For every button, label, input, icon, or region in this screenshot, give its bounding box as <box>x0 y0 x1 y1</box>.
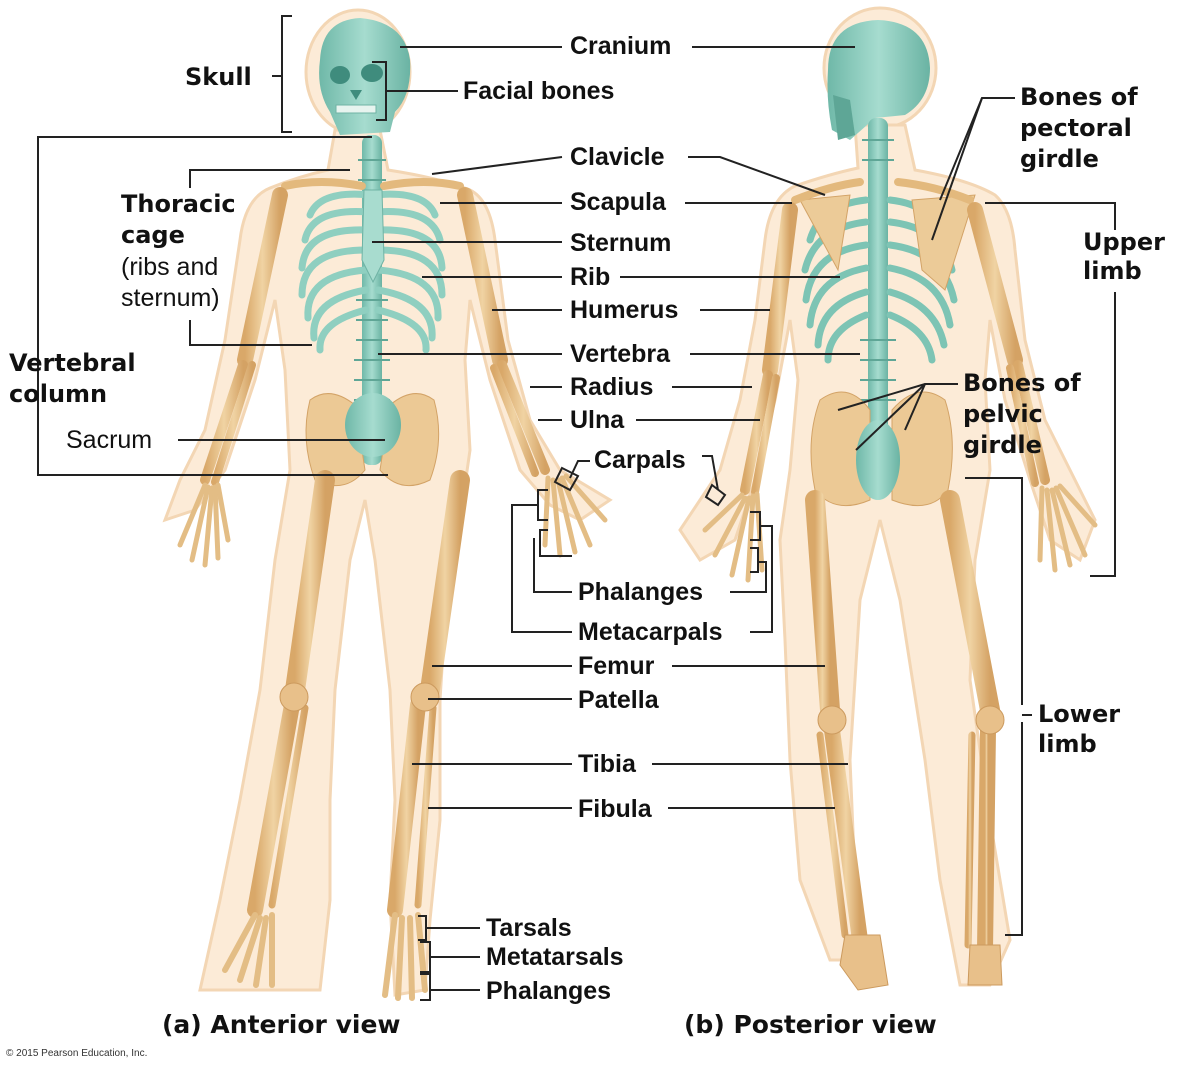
label-rib: Rib <box>570 263 611 291</box>
label-phalanges-hand: Phalanges <box>578 578 704 606</box>
label-pectoral-girdle-line3: girdle <box>1020 145 1099 173</box>
label-lower-limb-line2: limb <box>1038 730 1097 758</box>
label-cranium: Cranium <box>570 32 672 60</box>
label-pelvic-girdle-line1: Bones of <box>963 369 1081 397</box>
label-femur: Femur <box>578 652 655 680</box>
anterior-body-silhouette <box>162 8 613 997</box>
label-upper-limb-line2: limb <box>1083 257 1142 285</box>
label-metacarpals: Metacarpals <box>578 618 723 646</box>
label-vertebral-column-line1: Vertebral <box>9 349 136 377</box>
leader-lines <box>37 15 1116 1001</box>
label-lower-limb-line1: Lower <box>1038 700 1121 728</box>
label-metatarsals: Metatarsals <box>486 943 624 971</box>
label-pelvic-girdle-line3: girdle <box>963 431 1042 459</box>
copyright-notice: © 2015 Pearson Education, Inc. <box>6 1048 148 1059</box>
label-vertebra: Vertebra <box>570 340 671 368</box>
label-ulna: Ulna <box>570 406 625 434</box>
caption-posterior-view: (b) Posterior view <box>684 1010 937 1039</box>
label-phalanges-foot: Phalanges <box>486 977 612 1005</box>
posterior-skeleton <box>702 20 1098 991</box>
label-vertebral-column-line2: column <box>9 380 108 408</box>
posterior-skull <box>827 20 930 140</box>
label-radius: Radius <box>570 373 654 401</box>
label-tarsals: Tarsals <box>486 914 572 942</box>
anterior-skeleton <box>177 18 608 1001</box>
label-scapula: Scapula <box>570 188 666 216</box>
label-facial-bones: Facial bones <box>463 77 615 105</box>
label-clavicle: Clavicle <box>570 143 665 171</box>
label-sacrum: Sacrum <box>66 426 153 454</box>
label-sternum: Sternum <box>570 229 672 257</box>
label-skull: Skull <box>185 63 252 91</box>
label-thoracic-cage-line1: Thoracic <box>121 190 236 218</box>
label-thoracic-cage-line2: cage <box>121 221 185 249</box>
label-thoracic-cage-line3: (ribs and <box>121 253 219 281</box>
label-upper-limb-line1: Upper <box>1083 228 1165 256</box>
caption-anterior-view: (a) Anterior view <box>162 1010 401 1039</box>
anterior-sternum <box>361 189 385 284</box>
label-patella: Patella <box>578 686 659 714</box>
label-tibia: Tibia <box>578 750 636 778</box>
label-carpals: Carpals <box>594 446 686 474</box>
label-pelvic-girdle-line2: pelvic <box>963 400 1043 428</box>
label-pectoral-girdle-line2: pectoral <box>1020 114 1132 142</box>
posterior-scapula-left <box>799 194 851 272</box>
label-fibula: Fibula <box>578 795 652 823</box>
label-thoracic-cage-line4: sternum) <box>121 284 220 312</box>
label-pectoral-girdle-line1: Bones of <box>1020 83 1138 111</box>
label-humerus: Humerus <box>570 296 679 324</box>
